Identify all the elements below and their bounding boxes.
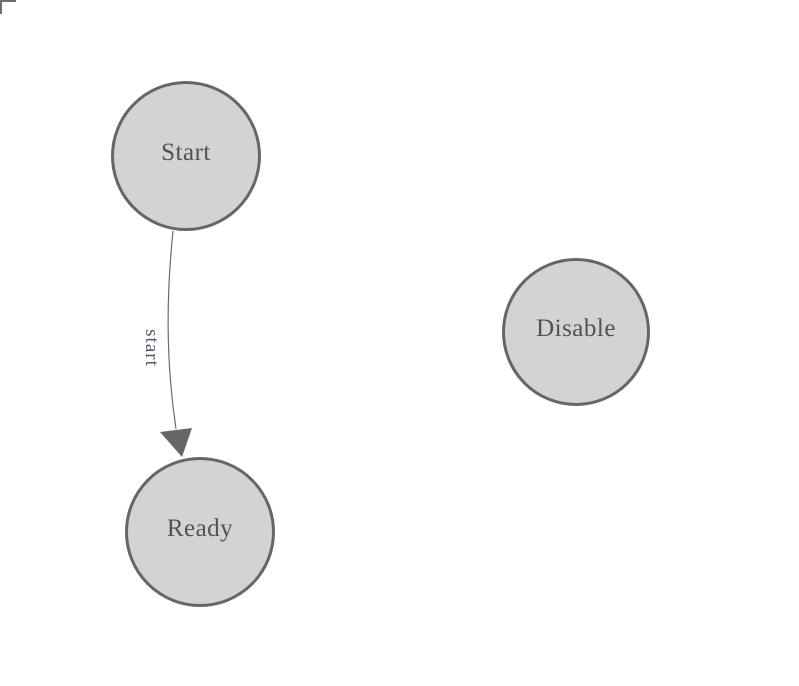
node-ready[interactable]: Ready bbox=[125, 457, 275, 607]
corner-mark-icon bbox=[0, 0, 16, 14]
node-start[interactable]: Start bbox=[111, 81, 261, 231]
node-ready-label: Ready bbox=[166, 515, 234, 542]
edge-label-start: start bbox=[141, 329, 162, 367]
node-start-label: Start bbox=[161, 139, 211, 166]
edge-start-to-ready bbox=[167, 230, 177, 430]
arrowhead-icon bbox=[160, 428, 192, 457]
node-disable-label: Disable bbox=[536, 315, 616, 342]
node-disable[interactable]: Disable bbox=[502, 258, 650, 406]
